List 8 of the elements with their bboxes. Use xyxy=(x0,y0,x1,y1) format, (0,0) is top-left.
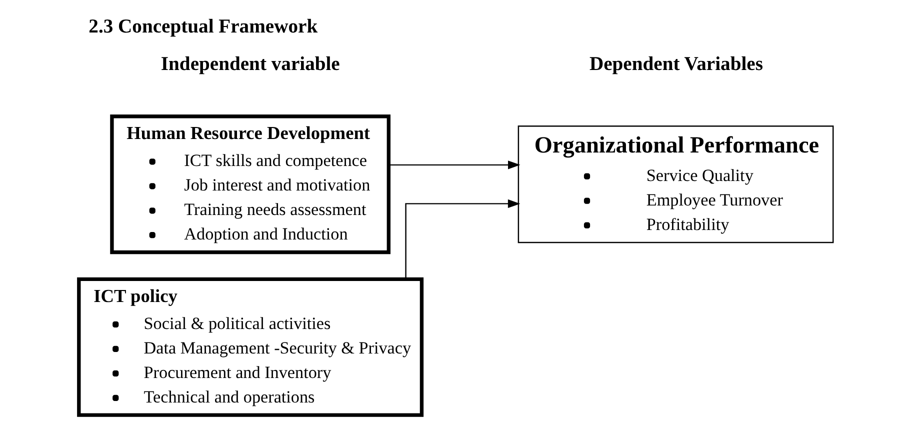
label: Independent variable xyxy=(160,54,340,76)
node-box: Human Resource Development ICT skills and competence Job interest and motivation Training needs assessment Adoption and Induction xyxy=(110,114,390,254)
diagram-title: 2.3 Conceptual Framework xyxy=(88,16,318,38)
label: Dependent Variables xyxy=(589,54,763,76)
arrow xyxy=(389,160,520,170)
arrow xyxy=(405,199,520,279)
node-box: ICT policy Social & political activities Data Management -Security & Privacy Procurement and Inventory Technical and operations xyxy=(77,277,424,417)
node-box: Organizational Performance Service Quality Employee Turnover Profitability xyxy=(518,126,834,244)
